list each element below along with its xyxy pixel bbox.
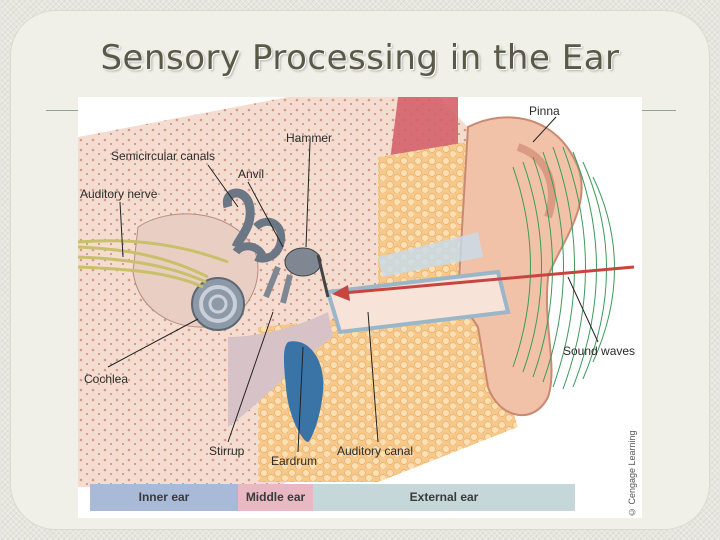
eustachian-tube-shape — [283, 341, 324, 442]
slide-title: Sensory Processing in the Ear — [100, 38, 620, 78]
auditory-canal-shape — [325, 269, 511, 335]
label-pinna: Pinna — [529, 104, 560, 118]
label-sound-waves: Sound waves — [563, 344, 636, 358]
stirrup-shape — [263, 265, 293, 304]
ear-diagram: Pinna Hammer Semicircular canals Anvil A… — [78, 97, 642, 518]
label-anvil: Anvil — [238, 167, 265, 181]
label-eardrum: Eardrum — [271, 454, 318, 468]
fat-tissue-lower — [258, 307, 518, 482]
copyright-credit: © Cengage Learning — [627, 430, 637, 517]
sound-direction-arrow — [342, 265, 635, 295]
region-middle-ear: Middle ear — [238, 484, 313, 511]
label-hammer: Hammer — [286, 131, 333, 145]
region-inner-ear: Inner ear — [90, 484, 238, 511]
label-semicircular-canals: Semicircular canals — [111, 149, 216, 163]
label-cochlea: Cochlea — [84, 372, 129, 386]
title-rule-right — [640, 110, 676, 111]
region-external-ear: External ear — [313, 484, 575, 511]
title-rule-left — [46, 110, 80, 111]
label-auditory-nerve: Auditory nerve — [80, 187, 158, 201]
auditory-nerve-shape — [78, 239, 229, 289]
label-auditory-canal: Auditory canal — [337, 444, 414, 458]
ear-anatomy-illustration — [78, 97, 642, 518]
label-stirrup: Stirrup — [209, 444, 245, 458]
eardrum-line — [316, 254, 330, 298]
hammer-anvil-shape — [284, 247, 322, 277]
